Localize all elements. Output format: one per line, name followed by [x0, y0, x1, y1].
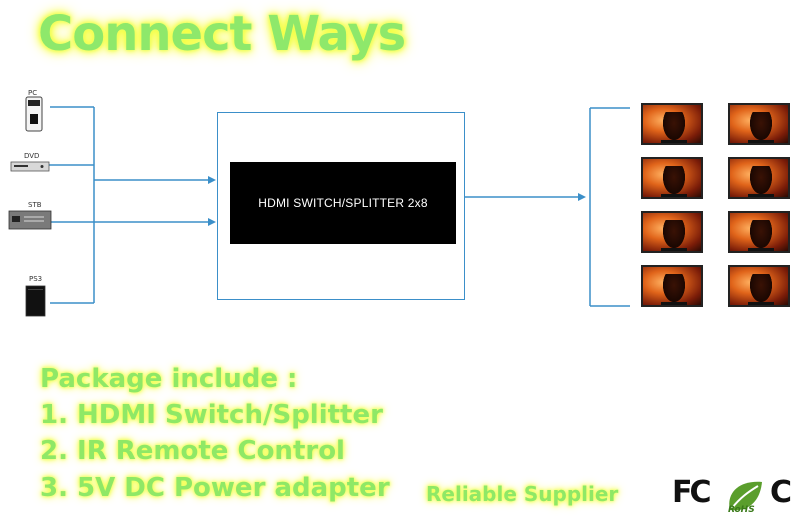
dvd-player-icon: [10, 161, 50, 172]
package-item: 1. HDMI Switch/Splitter: [40, 400, 383, 430]
arrow-input-1: [208, 176, 216, 184]
pc-tower-icon: [25, 96, 43, 132]
fcc-logo-icon: FC: [672, 475, 711, 510]
tv-display-icon: [641, 265, 703, 307]
arrow-input-2: [208, 218, 216, 226]
tv-display-icon: [728, 265, 790, 307]
tagline: Reliable Supplier: [426, 482, 619, 506]
tv-display-icon: [728, 157, 790, 199]
arrow-output: [578, 193, 586, 201]
source-label-pc: PC: [28, 89, 38, 97]
source-label-stb: STB: [28, 201, 42, 209]
package-item: 3. 5V DC Power adapter: [40, 473, 390, 503]
tv-display-icon: [728, 103, 790, 145]
fcc-mark: FC: [672, 475, 711, 510]
ce-logo-icon: C: [770, 478, 792, 508]
source-label-ps3: PS3: [29, 275, 43, 283]
switch-splitter-device: HDMI SWITCH/SPLITTER 2x8: [230, 162, 456, 244]
tv-display-icon: [728, 211, 790, 253]
tv-display-icon: [641, 103, 703, 145]
package-item: 2. IR Remote Control: [40, 436, 345, 466]
ce-mark: C: [770, 475, 793, 510]
set-top-box-icon: [8, 210, 52, 230]
source-label-dvd: DVD: [24, 152, 40, 160]
rohs-leaf-icon: [729, 481, 762, 511]
tv-display-icon: [641, 211, 703, 253]
tv-display-icon: [641, 157, 703, 199]
rohs-label: RoHS: [728, 505, 755, 515]
game-console-icon: [25, 285, 46, 317]
page-title: Connect Ways: [38, 6, 406, 62]
package-heading: Package include :: [40, 364, 298, 394]
device-label: HDMI SWITCH/SPLITTER 2x8: [258, 196, 428, 210]
